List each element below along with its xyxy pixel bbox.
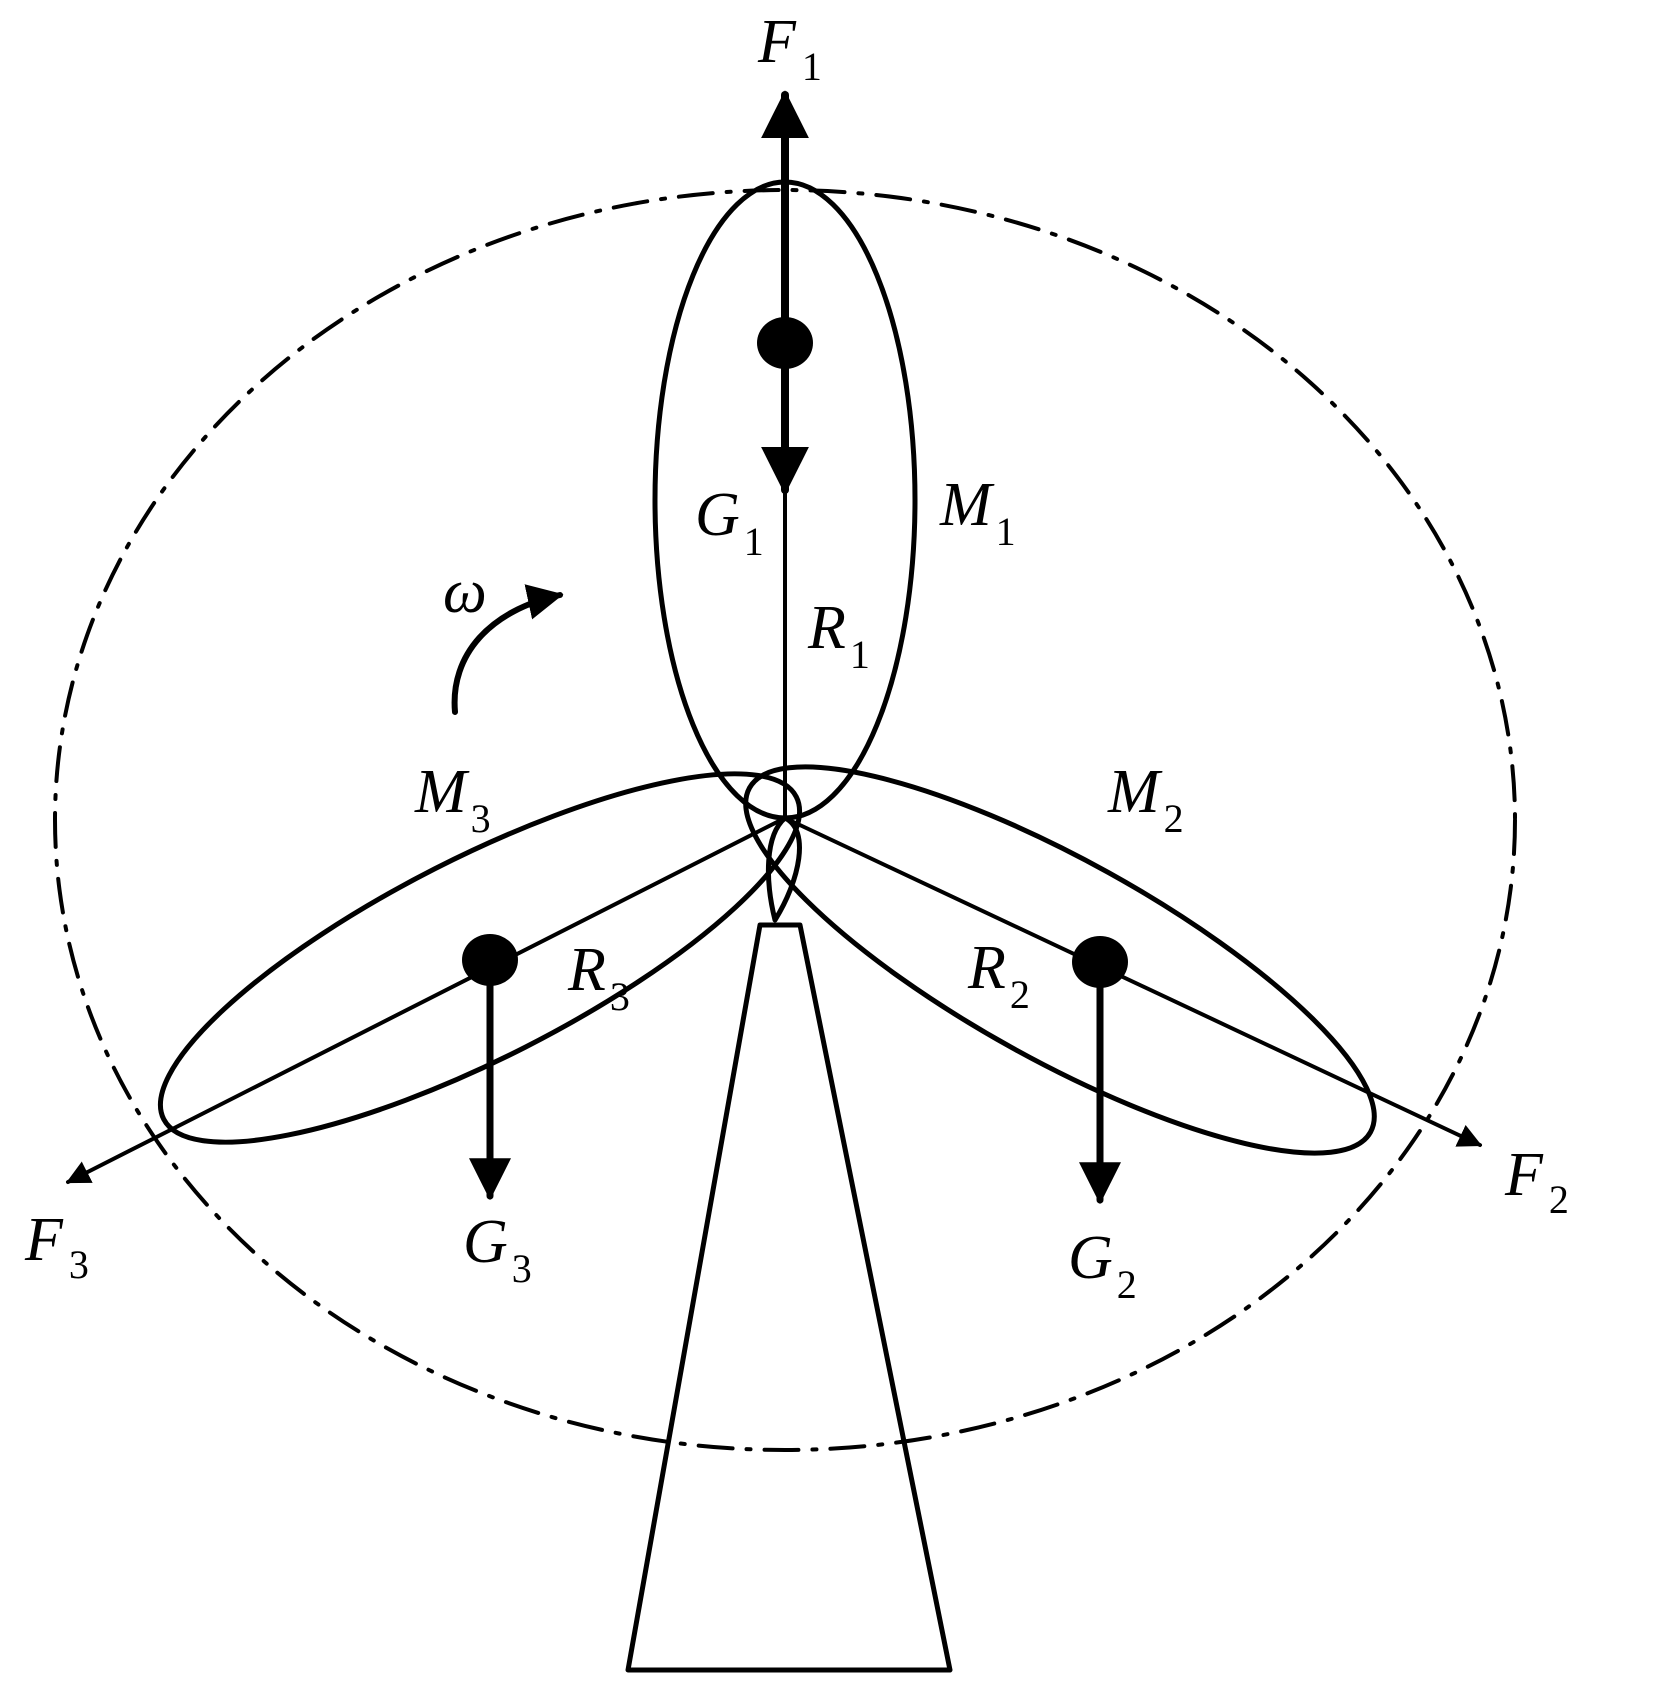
rotor-sweep-circle [53, 188, 1517, 1452]
hub [766, 815, 802, 923]
label-omega: ω [443, 558, 487, 626]
mass-center-3 [462, 934, 518, 986]
blade-3 [157, 771, 803, 1145]
blade-3-outline [157, 771, 803, 1145]
radius-line-2 [783, 816, 1483, 1147]
radius-line-3 [65, 816, 787, 1184]
tower [625, 922, 953, 1673]
blade-2-outline [743, 764, 1377, 1156]
mass-center-1 [757, 317, 813, 369]
blade-2 [743, 764, 1377, 1156]
rotation-arrow [451, 584, 564, 715]
mass-center-2 [1072, 936, 1128, 988]
